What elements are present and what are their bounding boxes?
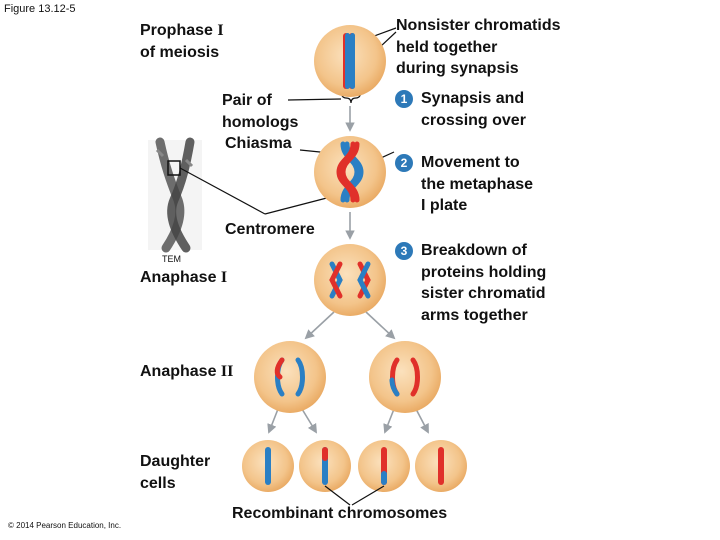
step-1-text: Synapsis and crossing over bbox=[421, 90, 526, 129]
leader-recombinant-2 bbox=[351, 485, 385, 506]
daughter-cell-4 bbox=[415, 440, 467, 492]
cell-metaphase-1 bbox=[314, 136, 386, 208]
step-2-text: Movement to the metaphase I plate bbox=[421, 154, 534, 214]
step-2-badge: 2 bbox=[395, 154, 413, 172]
step-3-text: Breakdown of proteins holding sister chr… bbox=[421, 242, 547, 324]
pair-of-homologs-label: Pair of homologs bbox=[222, 92, 299, 131]
anaphase-1-label: Anaphase I bbox=[140, 269, 228, 286]
step-1-badge: 1 bbox=[395, 90, 413, 108]
daughter-cell-2 bbox=[299, 440, 351, 492]
homolog-brace bbox=[340, 89, 362, 104]
nonsister-chromatids-label: Nonsister chromatids held together durin… bbox=[396, 17, 561, 77]
daughter-cell-3 bbox=[358, 440, 410, 492]
arrow-daughter-4 bbox=[415, 408, 429, 434]
anaphase-2-label: Anaphase II bbox=[140, 363, 234, 380]
arrow-daughter-3 bbox=[383, 408, 395, 434]
daughter-cells-label: Daughter cells bbox=[140, 453, 211, 492]
arrow-anaphase1-left bbox=[304, 311, 335, 340]
arrow-anaphase1-right bbox=[365, 311, 396, 340]
arrow-daughter-2 bbox=[301, 408, 317, 434]
cell-prophase-1 bbox=[314, 25, 386, 97]
chiasma-label: Chiasma bbox=[225, 135, 292, 152]
step-3-badge: 3 bbox=[395, 242, 413, 260]
copyright-notice: © 2014 Pearson Education, Inc. bbox=[8, 521, 122, 530]
daughter-cell-1 bbox=[242, 440, 294, 492]
leader-homologs bbox=[287, 98, 342, 101]
arrow-daughter-1 bbox=[267, 408, 279, 434]
cell-anaphase-2-right bbox=[369, 341, 441, 413]
leader-centromere-1 bbox=[179, 167, 266, 215]
figure-label: Figure 13.12-5 bbox=[4, 3, 76, 15]
tem-micrograph bbox=[148, 137, 202, 253]
leader-recombinant-1 bbox=[324, 485, 351, 506]
cell-anaphase-1 bbox=[314, 244, 386, 316]
cell-anaphase-2-left bbox=[254, 341, 326, 413]
centromere-label: Centromere bbox=[225, 221, 315, 238]
prophase-label: Prophase I of meiosis bbox=[140, 22, 224, 61]
recombinant-chromosomes-label: Recombinant chromosomes bbox=[232, 505, 448, 522]
tem-label: TEM bbox=[162, 254, 181, 264]
